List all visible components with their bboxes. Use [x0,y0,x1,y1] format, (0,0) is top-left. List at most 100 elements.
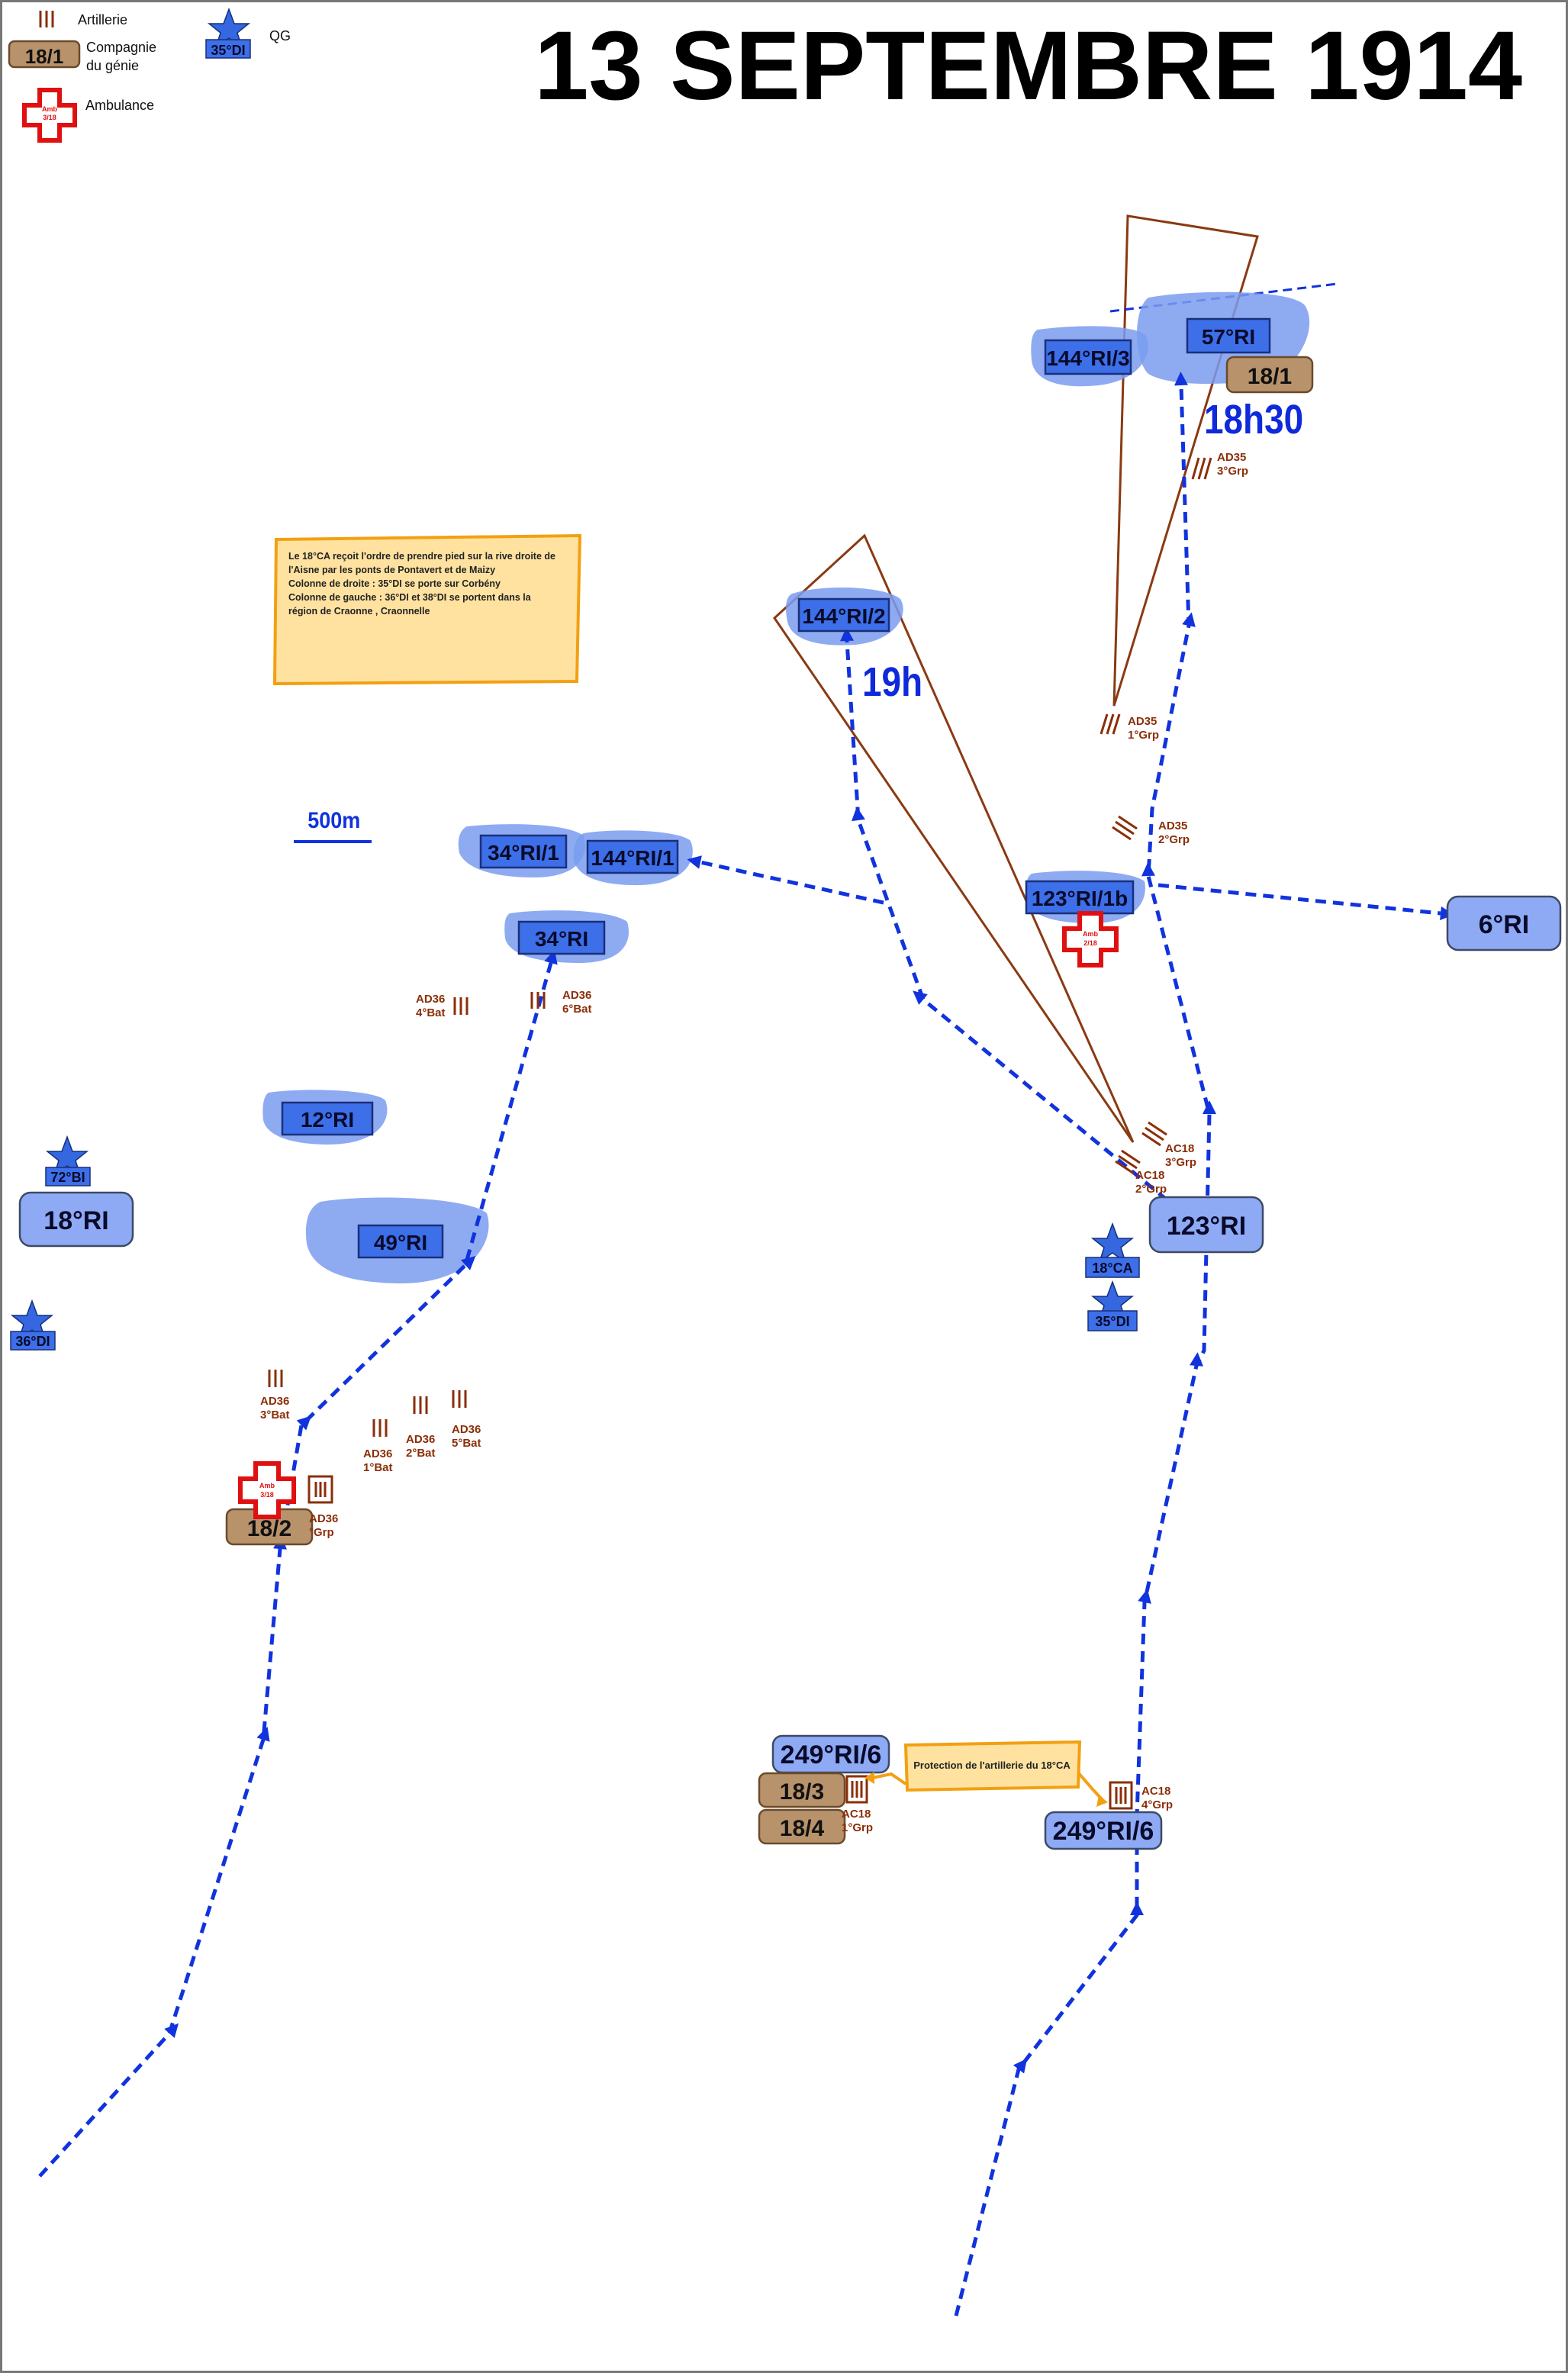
artillery-ad36-3-line1: AD36 [260,1395,289,1408]
ambulance-3-18-icon [238,1461,296,1519]
unit-57ri-label: 57°RI [1202,325,1255,349]
unit-249ri6-b-label: 249°RI/6 [1053,1817,1154,1846]
hq-36di-box [10,1331,56,1351]
artillery-ad36-grp-line2: °Grp [309,1526,334,1539]
protection-note-box [903,1740,1082,1792]
hq-72bi-star-icon [45,1135,89,1177]
artillery-ac18-2-line2: 2°Grp [1135,1183,1167,1196]
regiment-boxes: 6°RI 18°RI 123°RI 249°RI/6 249°RI/6 [18,895,1562,1850]
hq-18ca-star-icon [1090,1222,1135,1264]
artillery-ac18-2-line1: AC18 [1135,1169,1164,1182]
hq-36di-star-icon [10,1299,54,1341]
legend-hq-label: QG [269,28,291,43]
infantry-units: 57°RI 144°RI/3 144°RI/2 34°RI/1 144°RI/1… [281,317,1271,1259]
unit-34ri-box [517,920,606,955]
artillery-ac18-4-line1: AC18 [1141,1785,1170,1798]
artillery-ad36-1-icon [372,1419,388,1437]
hq-markers: 72°BI 36°DI 18°CA 35°DI [10,1135,1140,1351]
hq-72bi-label: 72°BI [50,1170,85,1185]
unit-144ri3-label: 144°RI/3 [1046,346,1129,370]
unit-57ri-box [1186,317,1271,354]
unit-49ri-box [357,1224,444,1259]
artillery-ad36-1-line2: 1°Bat [363,1461,393,1474]
artillery-ac18-4-line2: 4°Grp [1141,1798,1173,1811]
ambulance-2-18-code1: Amb [1083,930,1099,938]
unit-144ri2-label: 144°RI/2 [802,604,885,628]
legend: Artillerie 18/1 Compagnie du génie 35°DI… [8,7,291,143]
artillery-ad36-5-icon [452,1390,467,1408]
legend-hq-box [205,39,251,59]
artillery-sector-ac18 [773,533,1135,1143]
note-line-3: Colonne de droite : 35°DI se porte sur C… [288,578,501,589]
artillery-ad36-4-line2: 4°Bat [416,1006,446,1019]
hq-18ca-label: 18°CA [1092,1261,1132,1276]
artillery-ad36-3-icon [268,1370,283,1387]
artillery-ad36-2-line1: AD36 [406,1433,435,1446]
hq-18ca-box [1085,1257,1140,1278]
engineer-18-3-box [758,1772,846,1808]
legend-engineer-icon [8,40,81,69]
legend-artillery-icon [39,11,54,27]
artillery-ad36-grp-icon [307,1475,333,1504]
unit-49ri-label: 49°RI [374,1231,427,1254]
ambulance-3-18-code2: 3/18 [260,1491,274,1499]
artillery-ad36-4-line1: AD36 [416,993,445,1006]
artillery-ad36-2-line2: 2°Bat [406,1447,436,1460]
unit-34ri1-box [479,834,568,869]
artillery-ac18-3-line1: AC18 [1165,1142,1194,1155]
legend-ambulance-code2: 3/18 [43,114,56,121]
ambulance-2-18-icon [1062,911,1119,968]
unit-18ri-box [18,1191,134,1248]
note-line-4: Colonne de gauche : 36°DI et 38°DI se po… [288,592,532,603]
artillery-ad36-6-line2: 6°Bat [562,1003,592,1016]
artillery-ad36-6-line1: AD36 [562,989,591,1002]
unit-18ri-label: 18°RI [43,1206,108,1235]
unit-249ri6-b-box [1044,1811,1163,1850]
artillery-sector-ad35 [1112,214,1259,707]
unit-34ri-label: 34°RI [535,927,588,951]
note-line-5: région de Craonne , Craonnelle [288,606,430,617]
artillery-ad35-2-line1: AD35 [1158,819,1187,832]
protection-pointer-left [871,1772,907,1785]
artillery-ad35-1-icon [1100,713,1121,735]
artillery-ad35-3-icon [1191,457,1212,480]
engineer-18-2-label: 18/2 [247,1516,291,1541]
artillery-ad35-1-line1: AD35 [1128,715,1157,728]
protection-note-text: Protection de l'artillerie du 18°CA [913,1760,1071,1771]
artillery-ac18-4-icon [1109,1781,1133,1810]
unit-34ri1-label: 34°RI/1 [488,841,559,865]
artillery-ad35-2-icon [1112,815,1138,841]
order-note-box [272,533,582,686]
protection-callout: Protection de l'artillerie du 18°CA [864,1740,1108,1807]
artillery-ad36-6-icon [530,992,546,1009]
artillery-ac18-2-icon [1115,1149,1141,1175]
engineer-18-1-label: 18/1 [1248,364,1292,389]
artillery-ac18-1-line1: AC18 [842,1808,871,1821]
engineer-18-3-label: 18/3 [780,1779,824,1805]
hq-72bi-box [45,1167,91,1186]
legend-engineer-line2: du génie [86,58,139,73]
artillery-ac18-1-icon [845,1775,868,1804]
hq-35di-label: 35°DI [1095,1314,1129,1329]
scale-label: 500m [307,808,360,834]
legend-ambulance-label: Ambulance [85,98,154,113]
artillery-ad36-5-line2: 5°Bat [452,1437,481,1450]
route-to-144ri2 [845,640,1196,1224]
legend-hq-code: 35°DI [211,43,245,58]
artillery-units: AD35 3°Grp AD35 1°Grp AD35 2°Grp AD36 4°… [260,451,1248,1834]
legend-engineer-code: 18/1 [25,45,64,68]
order-note: Le 18°CA reçoit l'ordre de prendre pied … [272,533,582,686]
artillery-ad36-2-icon [413,1396,428,1414]
unit-12ri-label: 12°RI [301,1108,354,1132]
legend-artillery-label: Artillerie [78,12,127,27]
unit-144ri2-box [797,597,890,633]
artillery-ad36-5-line1: AD36 [452,1423,481,1436]
artillery-ad35-3-line2: 3°Grp [1217,465,1248,478]
unit-123ri-box [1148,1196,1264,1254]
artillery-ad36-1-line1: AD36 [363,1447,392,1460]
route-to-6ri [1157,883,1441,916]
unit-123ri1b-label: 123°RI/1b [1032,887,1128,910]
scale-bar: 500m [294,808,372,843]
